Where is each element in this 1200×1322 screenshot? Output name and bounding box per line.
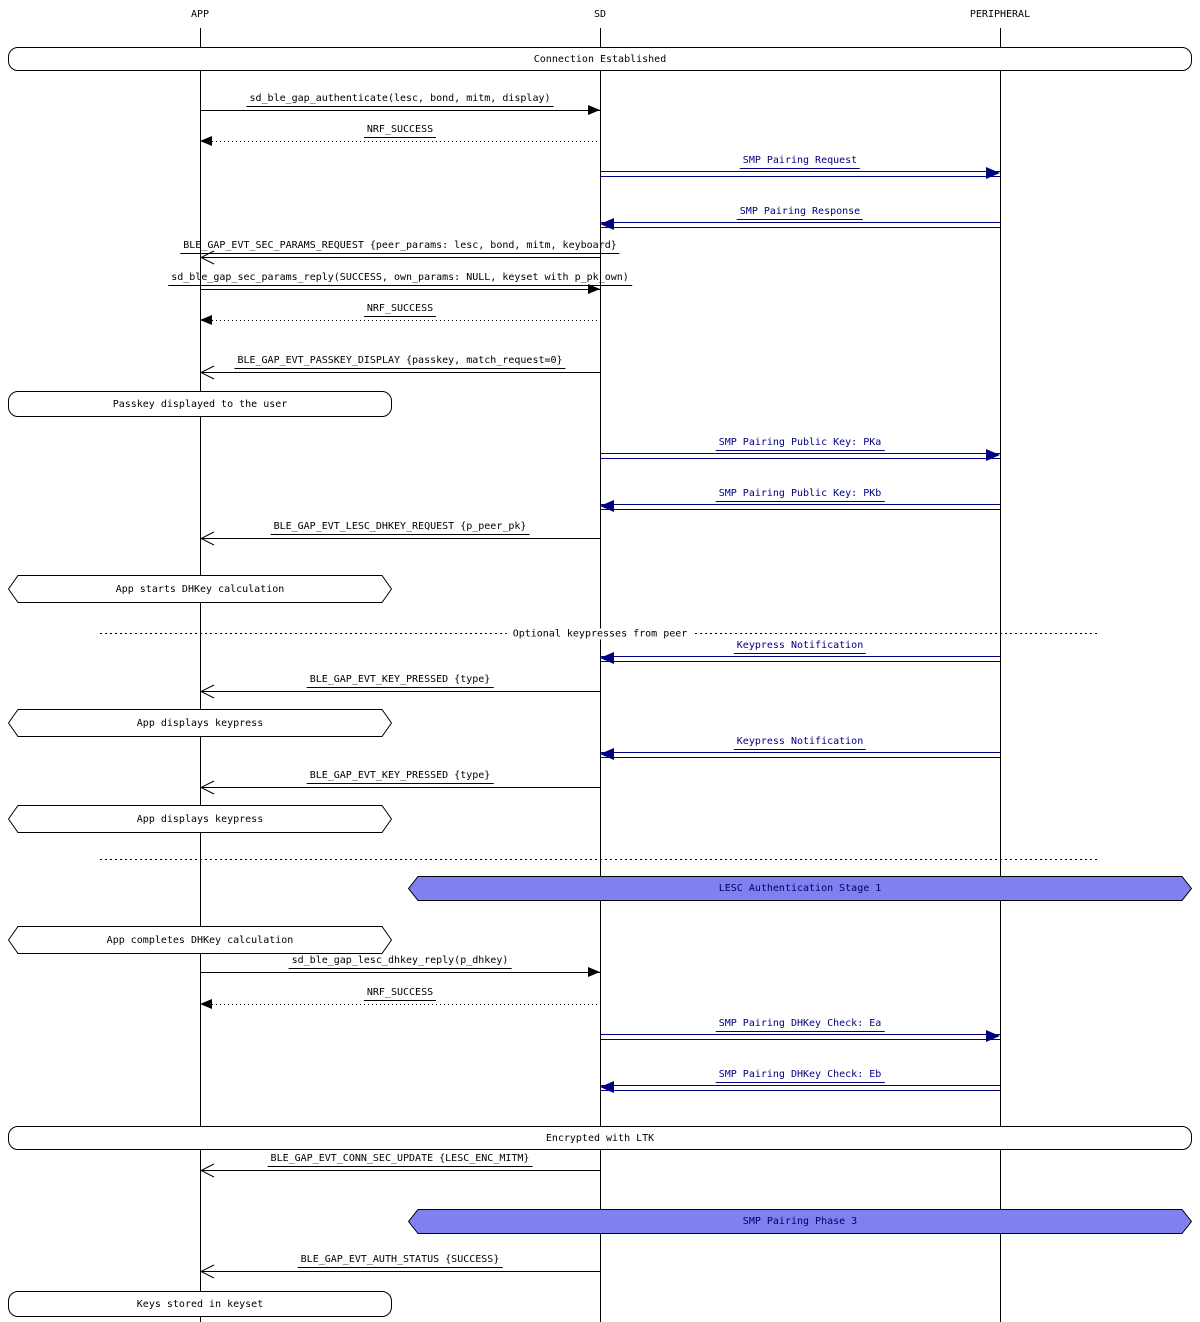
stage-box-smp-pairing-phase-3: SMP Pairing Phase 3 [408, 1209, 1192, 1234]
smp-message-smp-pairing-public-key-pka-line [600, 453, 1000, 459]
process-note-app-displays-keypress: App displays keypress [8, 805, 392, 833]
smp-message-keypress-notification-line [600, 752, 1000, 758]
smp-message-smp-pairing-dhkey-check-eb-label: SMP Pairing DHKey Check: Eb [715, 1069, 885, 1083]
smp-message-smp-pairing-public-key-pkb-label: SMP Pairing Public Key: PKb [715, 488, 885, 502]
smp-message-keypress-notification-line [600, 656, 1000, 662]
event-message-ble-gap-evt-sec-params-request-peer-params-lesc--label: BLE_GAP_EVT_SEC_PARAMS_REQUEST {peer_par… [180, 240, 620, 254]
return-message-nrf-success-label: NRF_SUCCESS [363, 124, 437, 138]
open-arrowhead-icon [199, 779, 215, 799]
event-message-ble-gap-evt-key-pressed-type-line [200, 691, 600, 692]
event-message-ble-gap-evt-sec-params-request-peer-params-lesc--line [200, 257, 600, 258]
note-box-connection-established: Connection Established [8, 47, 1192, 71]
call-message-sd-ble-gap-lesc-dhkey-reply-p-dhkey-label: sd_ble_gap_lesc_dhkey_reply(p_dhkey) [288, 955, 512, 969]
event-message-ble-gap-evt-key-pressed-type-label: BLE_GAP_EVT_KEY_PRESSED {type} [306, 770, 494, 784]
smp-message-keypress-notification-label: Keypress Notification [733, 736, 867, 750]
event-message-ble-gap-evt-key-pressed-type-line [200, 787, 600, 788]
smp-message-smp-pairing-public-key-pkb-line [600, 504, 1000, 510]
event-message-ble-gap-evt-auth-status-success-line [200, 1271, 600, 1272]
smp-message-smp-pairing-request-line [600, 171, 1000, 177]
divider-line [100, 859, 1100, 860]
process-note-app-completes-dhkey-calculation: App completes DHKey calculation [8, 926, 392, 954]
smp-message-smp-pairing-response-label: SMP Pairing Response [736, 206, 864, 220]
note-box-passkey-displayed-to-the-user: Passkey displayed to the user [8, 391, 392, 417]
arrowhead-icon [200, 999, 212, 1009]
arrowhead-icon [200, 136, 212, 146]
process-note-label: App completes DHKey calculation [106, 934, 294, 946]
note-box-keys-stored-in-keyset: Keys stored in keyset [8, 1291, 392, 1317]
call-message-sd-ble-gap-sec-params-reply-success-own-params-n-line [200, 289, 600, 290]
smp-arrowhead-icon [600, 500, 614, 512]
event-message-ble-gap-evt-auth-status-success-label: BLE_GAP_EVT_AUTH_STATUS {SUCCESS} [297, 1254, 503, 1268]
process-note-app-displays-keypress: App displays keypress [8, 709, 392, 737]
open-arrowhead-icon [199, 1263, 215, 1283]
event-message-ble-gap-evt-conn-sec-update-lesc-enc-mitm-line [200, 1170, 600, 1171]
participant-label-sd: SD [593, 9, 607, 20]
call-message-sd-ble-gap-lesc-dhkey-reply-p-dhkey-line [200, 972, 600, 973]
smp-message-smp-pairing-dhkey-check-eb-line [600, 1085, 1000, 1091]
return-message-nrf-success-line [200, 1004, 600, 1005]
return-message-nrf-success-line [200, 141, 600, 142]
smp-arrowhead-icon [986, 167, 1000, 179]
process-note-label: App displays keypress [136, 717, 264, 729]
participant-label-peripheral: PERIPHERAL [969, 9, 1031, 20]
note-box-label: Passkey displayed to the user [112, 398, 288, 410]
lifeline-sd [600, 28, 601, 1322]
note-box-encrypted-with-ltk: Encrypted with LTK [8, 1126, 1192, 1150]
participant-label-app: APP [190, 9, 210, 20]
event-message-ble-gap-evt-passkey-display-passkey-match-reques-label: BLE_GAP_EVT_PASSKEY_DISPLAY {passkey, ma… [234, 355, 566, 369]
open-arrowhead-icon [199, 249, 215, 269]
event-message-ble-gap-evt-lesc-dhkey-request-p-peer-pk-line [200, 538, 600, 539]
smp-arrowhead-icon [986, 449, 1000, 461]
divider-label-optional-keypresses-from-peer: Optional keypresses from peer [506, 628, 694, 640]
event-message-ble-gap-evt-lesc-dhkey-request-p-peer-pk-label: BLE_GAP_EVT_LESC_DHKEY_REQUEST {p_peer_p… [270, 521, 530, 535]
smp-arrowhead-icon [600, 1081, 614, 1093]
note-box-label: Keys stored in keyset [136, 1298, 264, 1310]
return-message-nrf-success-label: NRF_SUCCESS [363, 987, 437, 1001]
process-note-app-starts-dhkey-calculation: App starts DHKey calculation [8, 575, 392, 603]
smp-message-keypress-notification-label: Keypress Notification [733, 640, 867, 654]
smp-message-smp-pairing-response-line [600, 222, 1000, 228]
stage-box-lesc-authentication-stage-1: LESC Authentication Stage 1 [408, 876, 1192, 901]
event-message-ble-gap-evt-passkey-display-passkey-match-reques-line [200, 372, 600, 373]
note-box-label: Connection Established [533, 53, 667, 65]
smp-message-smp-pairing-public-key-pka-label: SMP Pairing Public Key: PKa [715, 437, 885, 451]
arrowhead-icon [588, 105, 600, 115]
note-box-label: Encrypted with LTK [545, 1132, 655, 1144]
smp-arrowhead-icon [600, 218, 614, 230]
smp-message-smp-pairing-request-label: SMP Pairing Request [739, 155, 861, 169]
smp-message-smp-pairing-dhkey-check-ea-line [600, 1034, 1000, 1040]
smp-arrowhead-icon [986, 1030, 1000, 1042]
smp-message-smp-pairing-dhkey-check-ea-label: SMP Pairing DHKey Check: Ea [715, 1018, 885, 1032]
return-message-nrf-success-label: NRF_SUCCESS [363, 303, 437, 317]
stage-box-label: SMP Pairing Phase 3 [742, 1216, 858, 1227]
call-message-sd-ble-gap-sec-params-reply-success-own-params-n-label: sd_ble_gap_sec_params_reply(SUCCESS, own… [168, 272, 632, 286]
arrowhead-icon [200, 315, 212, 325]
open-arrowhead-icon [199, 683, 215, 703]
process-note-label: App starts DHKey calculation [115, 583, 285, 595]
lifeline-peripheral [1000, 28, 1001, 1322]
call-message-sd-ble-gap-authenticate-lesc-bond-mitm-display-line [200, 110, 600, 111]
event-message-ble-gap-evt-conn-sec-update-lesc-enc-mitm-label: BLE_GAP_EVT_CONN_SEC_UPDATE {LESC_ENC_MI… [267, 1153, 533, 1167]
arrowhead-icon [588, 967, 600, 977]
stage-box-label: LESC Authentication Stage 1 [718, 883, 882, 894]
open-arrowhead-icon [199, 530, 215, 550]
smp-arrowhead-icon [600, 748, 614, 760]
call-message-sd-ble-gap-authenticate-lesc-bond-mitm-display-label: sd_ble_gap_authenticate(lesc, bond, mitm… [246, 93, 554, 107]
open-arrowhead-icon [199, 1162, 215, 1182]
event-message-ble-gap-evt-key-pressed-type-label: BLE_GAP_EVT_KEY_PRESSED {type} [306, 674, 494, 688]
smp-arrowhead-icon [600, 652, 614, 664]
open-arrowhead-icon [199, 364, 215, 384]
lifeline-app [200, 28, 201, 1322]
process-note-label: App displays keypress [136, 813, 264, 825]
return-message-nrf-success-line [200, 320, 600, 321]
arrowhead-icon [588, 284, 600, 294]
